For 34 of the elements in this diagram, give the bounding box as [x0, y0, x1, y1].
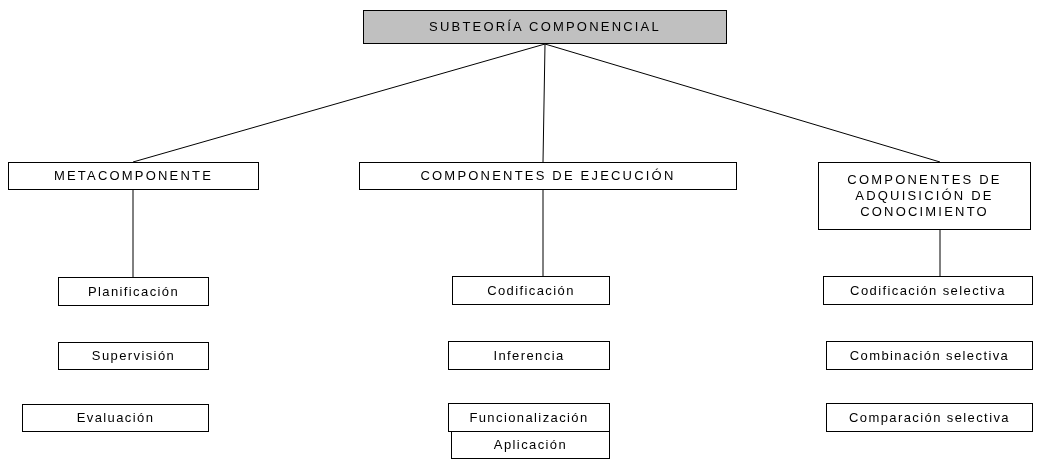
node-label: Codificación [487, 282, 575, 299]
connector-line [132, 189, 134, 278]
connector-line [939, 229, 941, 277]
node-label: METACOMPONENTE [53, 168, 214, 184]
connector-line [542, 43, 546, 163]
component-box [448, 341, 610, 370]
node-label: COMPONENTES DE EJECUCIÓN [420, 168, 676, 184]
component-box [58, 342, 209, 370]
node-label: Combinación selectiva [849, 347, 1010, 364]
connector-line [132, 43, 546, 163]
component-box [451, 431, 610, 459]
node-label: Planificación [87, 283, 180, 300]
component-box [818, 162, 1031, 230]
node-label: SUBTEORÍA COMPONENCIAL [429, 19, 661, 35]
component-box [359, 162, 737, 190]
node-label: Comparación selectiva [849, 409, 1010, 426]
component-box [823, 276, 1033, 305]
connector-line [544, 43, 941, 163]
node-label: Inferencia [493, 347, 565, 364]
title-box [363, 10, 727, 44]
component-box [452, 276, 610, 305]
component-box [448, 403, 610, 432]
node-label: Funcionalización [469, 409, 589, 426]
node-label: Evaluación [76, 410, 155, 426]
node-label: Supervisión [91, 348, 176, 364]
connector-line [542, 189, 544, 277]
component-box [826, 403, 1033, 432]
node-label: COMPONENTES DE ADQUISICIÓN DE CONOCIMIENTO [846, 172, 1003, 220]
component-box [8, 162, 259, 190]
component-box [22, 404, 209, 432]
node-label: Aplicación [493, 437, 568, 453]
component-box [826, 341, 1033, 370]
node-label: Codificación selectiva [850, 282, 1006, 299]
component-box [58, 277, 209, 306]
